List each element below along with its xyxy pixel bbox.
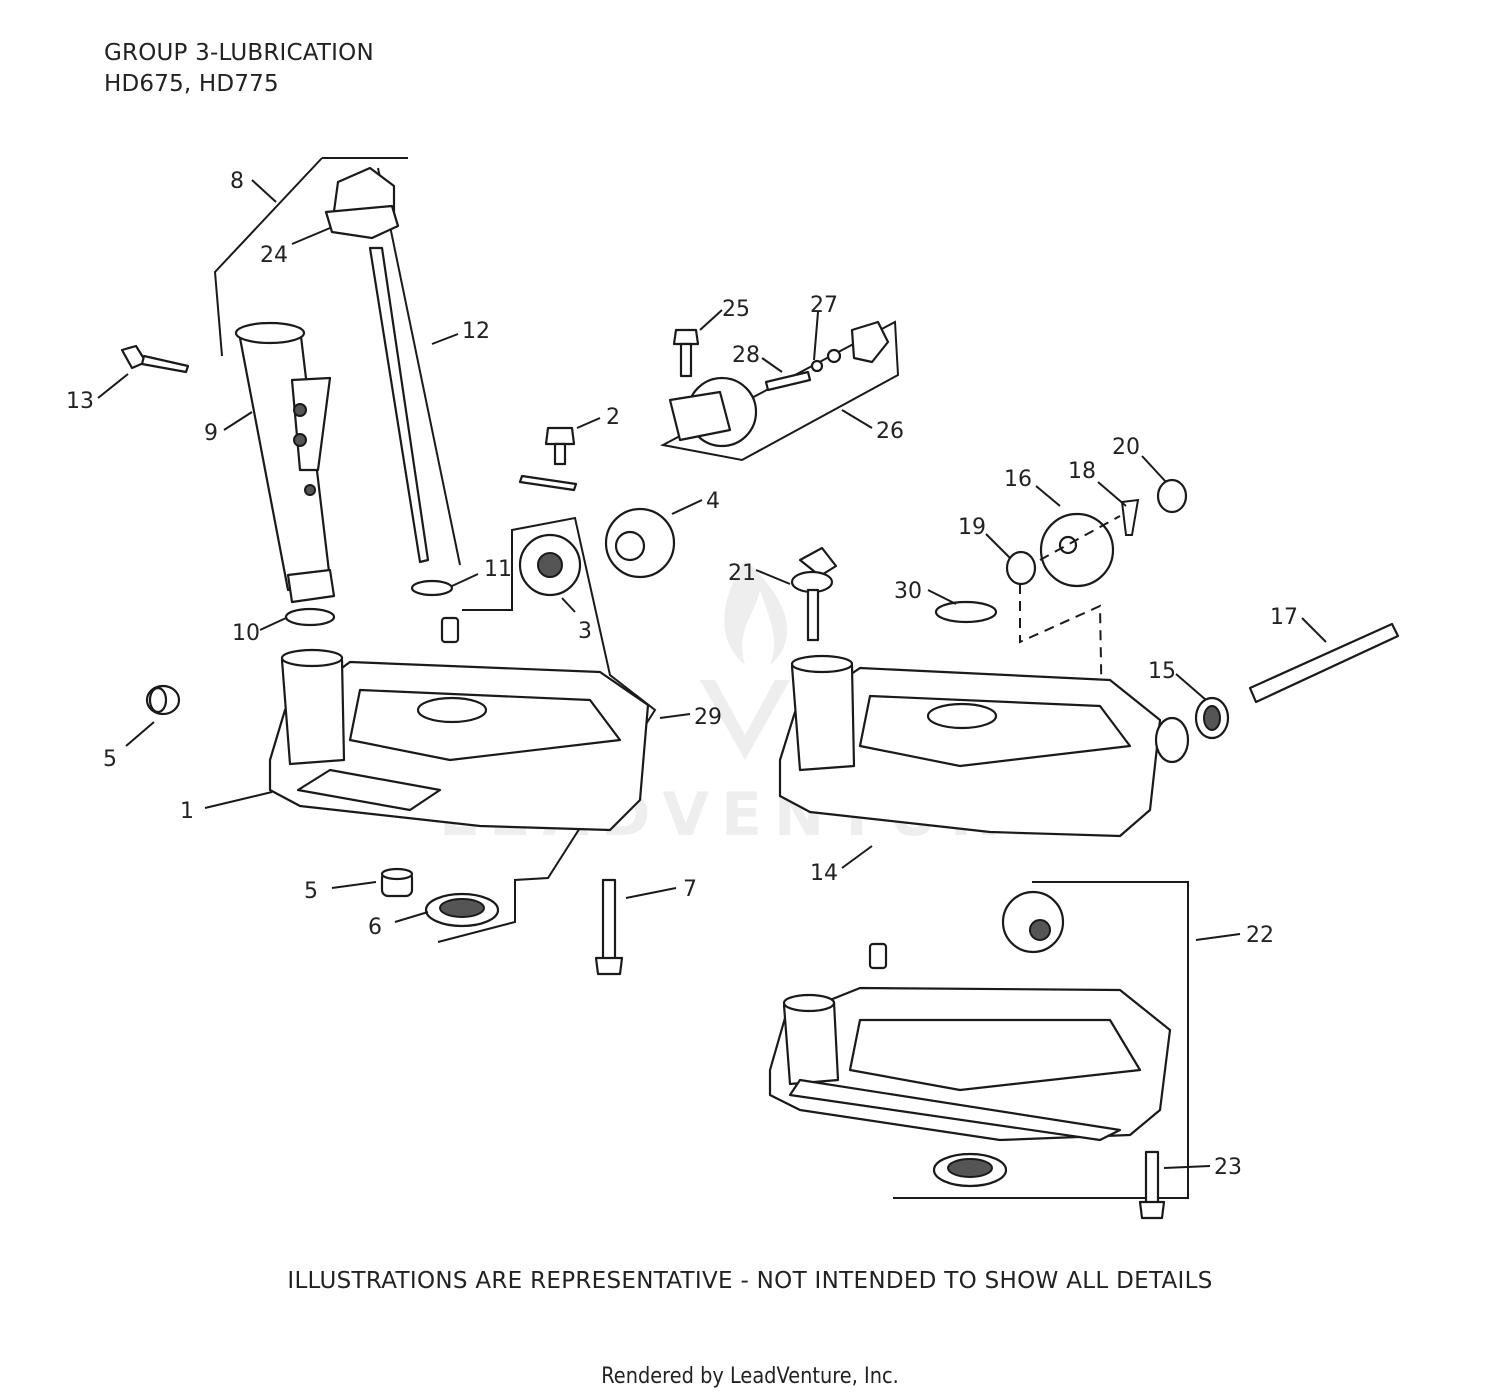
dipstick-rod bbox=[368, 246, 430, 564]
o-ring-11 bbox=[410, 579, 454, 597]
oil-seal-6 bbox=[424, 892, 500, 928]
governor-gear bbox=[518, 533, 582, 597]
gear-16 bbox=[1039, 512, 1115, 588]
bolt-25 bbox=[672, 328, 700, 378]
callout-leaders bbox=[97, 179, 1327, 1169]
bushing-5-upper bbox=[145, 684, 181, 716]
group-bracket-22 bbox=[893, 881, 1189, 1199]
bolt-13 bbox=[120, 344, 190, 374]
dipstick-cap bbox=[324, 166, 400, 240]
callout-16: 16 bbox=[1004, 467, 1032, 492]
bolt-2 bbox=[544, 426, 576, 466]
callout-18: 18 bbox=[1068, 459, 1096, 484]
callout-19: 19 bbox=[958, 515, 986, 540]
callout-20: 20 bbox=[1112, 435, 1140, 460]
callout-11: 11 bbox=[484, 557, 512, 582]
illustration-disclaimer: ILLUSTRATIONS ARE REPRESENTATIVE - NOT I… bbox=[287, 1268, 1213, 1294]
callout-3: 3 bbox=[578, 619, 592, 644]
callout-2: 2 bbox=[606, 405, 620, 430]
assembly-axis-line bbox=[1039, 515, 1121, 561]
callout-28: 28 bbox=[732, 343, 760, 368]
callout-23: 23 bbox=[1214, 1155, 1242, 1180]
shaft-17 bbox=[1248, 622, 1400, 704]
dowel-pin bbox=[440, 616, 460, 644]
v-watermark-icon bbox=[700, 680, 790, 760]
crankcase-cover-right bbox=[778, 654, 1190, 838]
callout-12: 12 bbox=[462, 319, 490, 344]
callout-5-lower: 5 bbox=[304, 879, 318, 904]
bushing-5-lower bbox=[380, 867, 414, 898]
oil-seal-22 bbox=[932, 1152, 1008, 1188]
callout-22: 22 bbox=[1246, 923, 1274, 948]
callout-15: 15 bbox=[1148, 659, 1176, 684]
oil-seal-15 bbox=[1194, 696, 1230, 740]
washer-20 bbox=[1156, 478, 1188, 514]
callout-8: 8 bbox=[230, 169, 244, 194]
callout-10: 10 bbox=[232, 621, 260, 646]
callout-14: 14 bbox=[810, 861, 838, 886]
washer-19 bbox=[1005, 550, 1037, 586]
callout-6: 6 bbox=[368, 915, 382, 940]
callout-7: 7 bbox=[683, 877, 697, 902]
callout-27: 27 bbox=[810, 293, 838, 318]
callout-30: 30 bbox=[894, 579, 922, 604]
callout-26: 26 bbox=[876, 419, 904, 444]
governor-gear-22 bbox=[1001, 890, 1065, 954]
crankcase-cover-left bbox=[268, 648, 650, 832]
group-bracket-8 bbox=[213, 157, 408, 357]
governor-assy-26 bbox=[668, 320, 890, 448]
diagram-title: GROUP 3-LUBRICATION bbox=[104, 40, 374, 66]
callout-9: 9 bbox=[204, 421, 218, 446]
bolt-23 bbox=[1138, 1150, 1166, 1220]
callout-25: 25 bbox=[722, 297, 750, 322]
group-bracket-29 bbox=[437, 516, 657, 943]
key-pin bbox=[518, 474, 578, 492]
crankcase-cover-22 bbox=[768, 986, 1172, 1142]
callout-5-upper: 5 bbox=[103, 747, 117, 772]
o-ring-10 bbox=[284, 607, 336, 627]
dipstick-tube bbox=[234, 321, 336, 604]
callout-13: 13 bbox=[66, 389, 94, 414]
bolt-7 bbox=[594, 878, 624, 976]
o-ring-30 bbox=[934, 600, 998, 624]
callout-1: 1 bbox=[180, 799, 194, 824]
dowel-pin-22 bbox=[868, 942, 888, 970]
oil-pump-gear bbox=[604, 507, 676, 579]
callout-21: 21 bbox=[728, 561, 756, 586]
oil-fill-plug-21 bbox=[790, 546, 838, 642]
callout-labels: 1 2 3 4 5 5 6 7 8 9 10 11 12 13 14 15 16… bbox=[66, 169, 1298, 1180]
callout-29: 29 bbox=[694, 705, 722, 730]
diagram-model-list: HD675, HD775 bbox=[104, 71, 279, 97]
callout-24: 24 bbox=[260, 243, 288, 268]
callout-17: 17 bbox=[1270, 605, 1298, 630]
flame-watermark-icon bbox=[724, 560, 788, 665]
rendered-by-credit: Rendered by LeadVenture, Inc. bbox=[601, 1364, 899, 1389]
callout-4: 4 bbox=[706, 489, 720, 514]
clip-18 bbox=[1120, 498, 1140, 536]
group-bracket-8-right bbox=[377, 167, 461, 566]
